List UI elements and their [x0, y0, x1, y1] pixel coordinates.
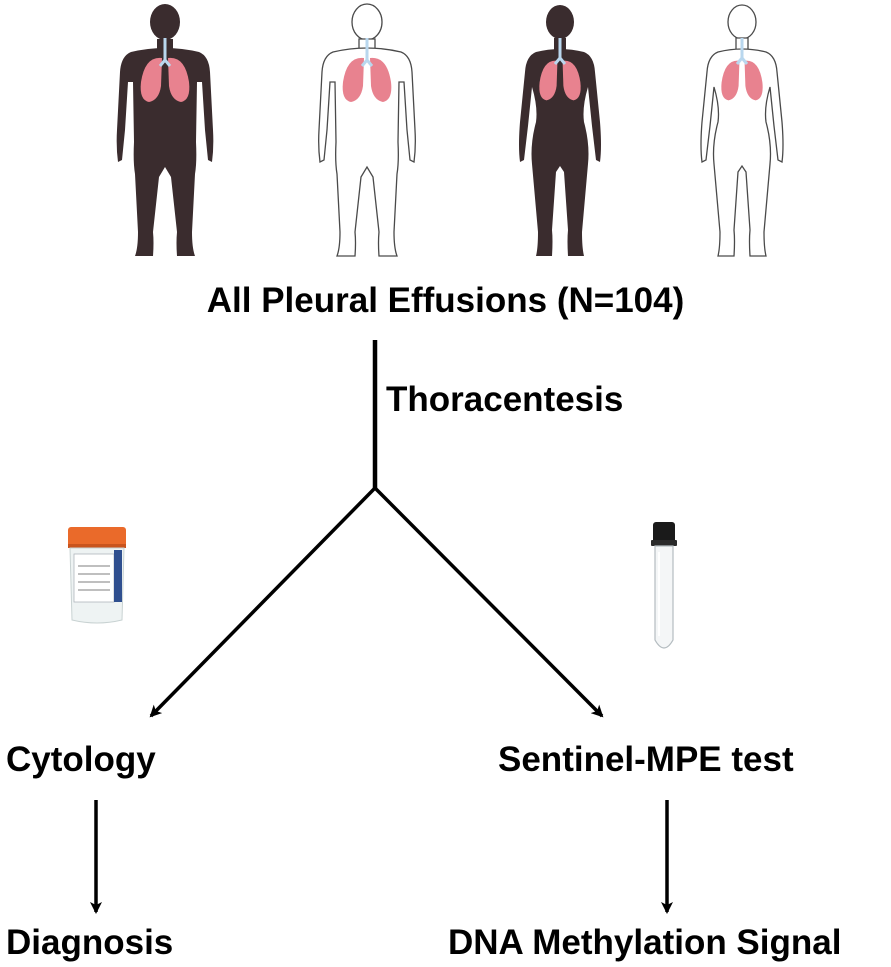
procedure-label: Thoracentesis — [386, 380, 624, 419]
male-body-outline-icon — [318, 3, 416, 257]
population-label: All Pleural Effusions (N=104) — [206, 281, 685, 320]
right-branch-arrow — [373, 486, 604, 718]
male-body-dark-icon — [116, 4, 214, 256]
sentinel-mpe-label: Sentinel-MPE test — [498, 740, 794, 779]
female-body-outline-icon — [700, 4, 784, 257]
blood-tube-icon — [651, 522, 677, 649]
left-branch-arrow — [149, 486, 377, 718]
specimen-cup-icon — [68, 527, 126, 624]
methylation-label: DNA Methylation Signal — [448, 923, 842, 962]
diagnosis-label: Diagnosis — [6, 923, 174, 962]
cytology-label: Cytology — [6, 740, 156, 779]
female-body-dark-icon — [519, 5, 601, 256]
